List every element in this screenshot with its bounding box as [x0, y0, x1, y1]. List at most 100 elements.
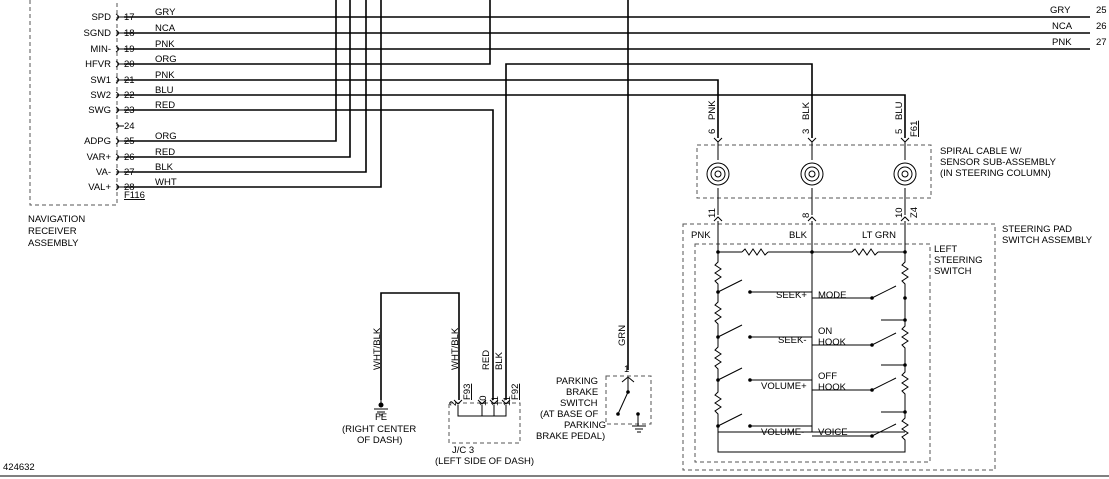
wire-label-red: RED — [481, 350, 492, 370]
spiral-name-2: SENSOR SUB-ASSEMBLY — [940, 157, 1057, 168]
receiver-signal-name: HFVR — [85, 59, 111, 70]
receiver-signal-name: MIN- — [90, 44, 111, 55]
junction-connector-jc3: 2 10 11 11 F93 F92 WHT/BLK WHT/BLK RED B… — [372, 327, 534, 467]
ground-fe: FE (RIGHT CENTER OF DASH) — [342, 400, 416, 446]
jc-pin-11b: 11 — [502, 396, 513, 406]
pad-wire-blk: BLK — [789, 230, 808, 241]
pad-inner-name-3: SWITCH — [934, 266, 972, 277]
receiver-wire-color: BLU — [155, 85, 174, 96]
receiver-pin-socket — [115, 183, 119, 191]
ground-icon — [378, 402, 384, 408]
receiver-pin-socket — [115, 13, 119, 21]
receiver-wire-color: RED — [155, 147, 175, 158]
brake-name-1: PARKING — [556, 376, 598, 387]
receiver-wire-color: WHT — [155, 177, 177, 188]
spiral-coil-icon-2 — [800, 162, 824, 186]
receiver-signal-name: SW1 — [90, 75, 111, 86]
jc-connector-f92: F92 — [510, 384, 521, 400]
right-wire-num-1: 25 — [1096, 5, 1107, 16]
receiver-pin-socket — [115, 168, 119, 176]
receiver-signal-name: VAL+ — [88, 182, 111, 193]
spiral-wire-blu: BLU — [894, 101, 905, 120]
pad-inner-name-2: STEERING — [934, 255, 983, 266]
pad-inner-name-1: LEFT — [934, 244, 957, 255]
parking-brake-switch: GRN 1 PARKING BRAKE SWITCH (AT BASE OF P… — [536, 325, 652, 442]
brake-pin: 1 — [624, 364, 629, 375]
receiver-signal-name: SW2 — [90, 90, 111, 101]
receiver-wire-color: NCA — [155, 23, 176, 34]
receiver-pin-socket — [115, 137, 119, 145]
pad-wire-pnk: PNK — [691, 230, 711, 241]
wire-label-blk: BLK — [494, 351, 505, 370]
receiver-connector: F116 — [124, 190, 145, 201]
brake-name-5: PARKING — [564, 420, 606, 431]
pad-wire-ltgrn: LT GRN — [862, 230, 896, 241]
receiver-wire-color: BLK — [155, 162, 174, 173]
pad-pin-10: 10 — [894, 207, 905, 218]
receiver-pin-socket — [115, 91, 119, 99]
spiral-name-1: SPIRAL CABLE W/ — [940, 146, 1022, 157]
right-wire-color-2: NCA — [1052, 21, 1073, 32]
receiver-wire-color: ORG — [155, 54, 177, 65]
spiral-cable: 6 PNK 3 BLK 5 BLU F61 SPIRAL CABLE W/ SE… — [696, 100, 1057, 215]
pad-pin-11: 11 — [707, 208, 718, 218]
wire-label-wht-blk-1: WHT/BLK — [372, 327, 383, 370]
receiver-wire-color: RED — [155, 100, 175, 111]
switch-label-off: OFF — [818, 371, 837, 382]
receiver-wire-color: PNK — [155, 70, 175, 81]
spiral-wire-pnk: PNK — [707, 100, 718, 120]
right-wire-num-3: 27 — [1096, 37, 1107, 48]
receiver-signal-name: SPD — [91, 12, 111, 23]
switch-label-volume-plus: VOLUME+ — [761, 381, 807, 392]
spiral-coil-icon-1 — [706, 162, 730, 186]
receiver-name-3: ASSEMBLY — [28, 238, 79, 249]
ground-name-2: OF DASH) — [357, 435, 402, 446]
receiver-pin-socket — [115, 76, 119, 84]
jc-connector-f93: F93 — [462, 384, 473, 400]
receiver-pin-number: 24 — [124, 121, 135, 132]
spiral-wire-blk: BLK — [801, 101, 812, 120]
right-wire-color-3: PNK — [1052, 37, 1072, 48]
switch-label-seek-minus: SEEK- — [778, 335, 807, 346]
switch-label-off-hook: HOOK — [818, 382, 847, 393]
switch-label-on-hook: HOOK — [818, 337, 847, 348]
jc-pin-2: 2 — [448, 401, 459, 406]
brake-name-6: BRAKE PEDAL) — [536, 431, 605, 442]
receiver-name-1: NAVIGATION — [28, 214, 85, 225]
jc-name-2: (LEFT SIDE OF DASH) — [435, 456, 534, 467]
figure-id: 424632 — [3, 462, 35, 473]
receiver-pin-socket — [115, 29, 119, 37]
spiral-connector: F61 — [909, 121, 920, 137]
switch-label-seek-plus: SEEK+ — [776, 290, 807, 301]
wires — [124, 0, 1090, 400]
right-switch-contacts — [812, 285, 907, 438]
receiver-signal-name: ADPG — [84, 136, 111, 147]
receiver-pin-socket — [115, 45, 119, 53]
receiver-pin-socket — [115, 60, 119, 68]
jc-pin-10: 10 — [478, 395, 489, 406]
right-wire-num-2: 26 — [1096, 21, 1107, 32]
receiver-name-2: RECEIVER — [28, 226, 77, 237]
switch-label-volume-minus: VOLUME- — [761, 427, 804, 438]
receiver-pin-socket — [115, 106, 119, 114]
wire-label-grn: GRN — [617, 325, 628, 346]
brake-name-2: BRAKE — [566, 387, 598, 398]
receiver-signal-name: VA- — [96, 167, 111, 178]
brake-name-3: SWITCH — [560, 398, 598, 409]
ground-icon-brake — [632, 425, 646, 433]
right-wire-color-1: GRY — [1050, 5, 1071, 16]
ground-name-1: (RIGHT CENTER — [342, 424, 416, 435]
wire-label-wht-blk-2: WHT/BLK — [450, 327, 461, 370]
brake-name-4: (AT BASE OF — [540, 409, 598, 420]
spiral-pin-3: 3 — [801, 129, 812, 134]
receiver-signal-name: SWG — [88, 105, 111, 116]
jc-pin-11a: 11 — [490, 396, 501, 406]
pad-connector: Z4 — [909, 207, 920, 218]
receiver-wire-color: ORG — [155, 131, 177, 142]
pad-name-1: STEERING PAD — [1002, 224, 1072, 235]
receiver-pin-socket — [115, 122, 119, 130]
ground-label: FE — [375, 412, 387, 423]
switch-label-mode: MODE — [818, 290, 847, 301]
